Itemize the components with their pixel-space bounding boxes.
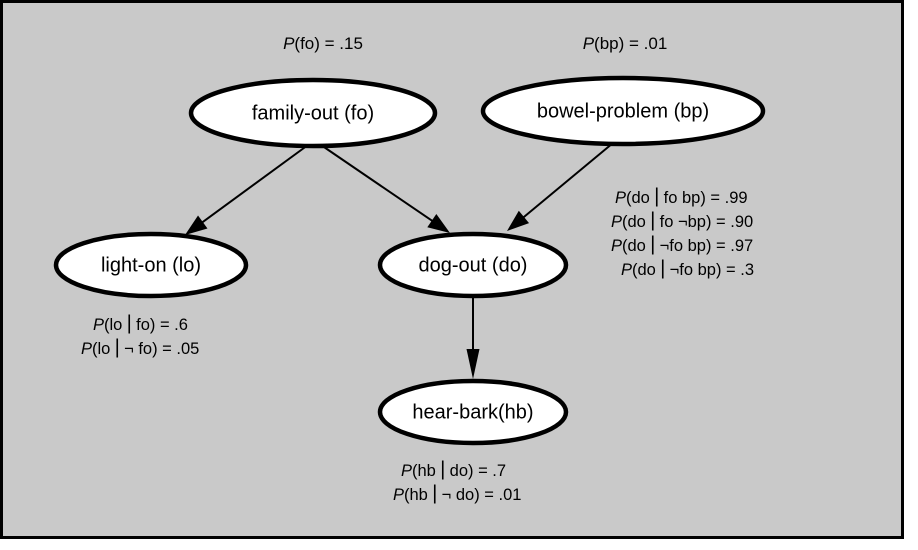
cpt-p-symbol: P [611,237,622,255]
node-label-lo: light-on (lo) [101,254,201,276]
node-ellipse-do[interactable] [377,231,569,299]
cpt-hear-bark: P(hb do) = .7P(hb ¬ do) = .01 [393,460,521,504]
figure-frame: family-out (fo) bowel-problem (bp) light-o… [0,0,904,539]
node-label-do: dog-out (do) [419,254,528,276]
cpt-light-on: P(lo fo) = .6P(lo ¬ fo) = .05 [81,314,199,358]
cpt-p-symbol: P [81,340,92,358]
edge-bp-to-do [507,142,614,231]
prior-p-symbol: P [283,34,295,53]
node-ellipse-lo[interactable] [53,231,249,299]
cpt-row-text: P(do fo bp) = .99 [615,189,748,207]
cpt-p-symbol: P [615,189,626,207]
cpt-layer: P(do fo bp) = .99P(do fo ¬bp) = .90P(do … [81,187,754,504]
edge-fo-to-do [320,144,450,233]
cpt-row-text: P(lo fo) = .6 [93,316,188,334]
node-label-fo: family-out (fo) [252,102,374,124]
edge-line [320,144,435,223]
cpt-lhs: (do [626,189,650,207]
cpt-lhs: (do [632,261,656,279]
cpt-row-text: P(hb do) = .7 [401,462,506,480]
prior-p-symbol: P [583,34,595,53]
cpt-dog-out-row: P(do ¬fo bp) = .97 [611,235,753,255]
cpt-p-symbol: P [611,213,622,231]
prior-expression: (fo) = .15 [294,34,363,53]
cpt-lhs: (lo [104,316,122,334]
prior-bp: P(bp) = .01 [583,34,668,53]
node-ellipse-hb[interactable] [377,378,569,446]
arrow-head-icon [466,349,480,379]
node-do[interactable]: dog-out (do) [377,231,569,299]
node-bp[interactable]: bowel-problem (bp) [480,75,766,147]
cpt-row-text: P(lo ¬ fo) = .05 [81,340,199,358]
cpt-row-text: P(hb ¬ do) = .01 [393,486,521,504]
cpt-dog-out: P(do fo bp) = .99P(do fo ¬bp) = .90P(do … [611,187,754,279]
edge-do-to-hb [466,297,480,379]
cpt-hear-bark-row: P(hb do) = .7 [401,460,506,480]
node-hb[interactable]: hear-bark(hb) [377,378,569,446]
cpt-lhs: (hb [412,462,436,480]
arrow-head-icon [427,213,450,233]
prior-fo: P(fo) = .15 [283,34,363,53]
node-lo[interactable]: light-on (lo) [53,231,249,299]
cpt-condition: fo) = .6 [136,316,188,334]
cpt-p-symbol: P [93,316,104,334]
edges-layer [185,142,614,379]
cpt-lhs: (lo [92,340,110,358]
cpt-row-text: P(do fo ¬bp) = .90 [611,213,753,231]
node-label-hb: hear-bark(hb) [412,401,533,423]
cpt-condition: ¬ do) = .01 [442,486,522,504]
cpt-light-on-row: P(lo ¬ fo) = .05 [81,338,199,358]
cpt-lhs: (hb [404,486,428,504]
cpt-light-on-row: P(lo fo) = .6 [93,314,188,334]
cpt-condition: do) = .7 [450,462,506,480]
node-ellipse-fo[interactable] [188,77,438,149]
cpt-row-text: P(do ¬fo bp) = .3 [621,261,754,279]
cpt-p-symbol: P [393,486,404,504]
prior-expression: (bp) = .01 [594,34,667,53]
cpt-p-symbol: P [621,261,632,279]
cpt-condition: ¬ fo) = .05 [124,340,199,358]
cpt-dog-out-row: P(do ¬fo bp) = .3 [621,259,754,279]
node-label-bp: bowel-problem (bp) [537,100,709,122]
cpt-lhs: (do [622,213,646,231]
cpt-dog-out-row: P(do fo ¬bp) = .90 [611,211,753,231]
cpt-condition: ¬fo bp) = .97 [660,237,754,255]
bayesian-network-diagram: family-out (fo) bowel-problem (bp) light-o… [53,34,766,504]
cpt-row-text: P(do ¬fo bp) = .97 [611,237,753,255]
cpt-condition: fo ¬bp) = .90 [660,213,754,231]
edge-fo-to-lo [185,144,309,235]
arrow-head-icon [507,210,530,231]
cpt-hear-bark-row: P(hb ¬ do) = .01 [393,484,521,504]
edge-line [200,144,309,224]
node-ellipse-bp[interactable] [480,75,766,147]
edge-line [521,142,614,219]
cpt-lhs: (do [622,237,646,255]
cpt-p-symbol: P [401,462,412,480]
nodes-layer: family-out (fo) bowel-problem (bp) light-o… [53,75,766,446]
cpt-condition: ¬fo bp) = .3 [670,261,754,279]
node-fo[interactable]: family-out (fo) [188,77,438,149]
cpt-condition: fo bp) = .99 [664,189,748,207]
arrow-head-icon [185,215,208,235]
cpt-dog-out-row: P(do fo bp) = .99 [615,187,748,207]
